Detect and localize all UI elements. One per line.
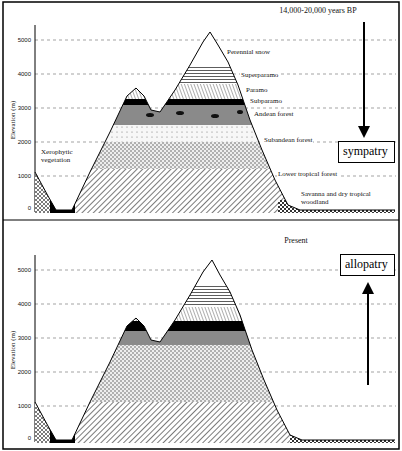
axis-tick-label: 4000: [17, 70, 32, 78]
vegetation-zone-label: Superparamo: [240, 71, 279, 79]
axis-tick-label: 0: [27, 434, 32, 442]
axis-tick-label: 2000: [17, 368, 32, 376]
axis-tick-label: 4000: [17, 300, 32, 308]
vegetation-zone-label: Subparamo: [249, 97, 283, 105]
vegetation-zone-label: Paramo: [245, 86, 268, 94]
axis-tick-label: 5000: [17, 266, 32, 274]
axis-tick-label: 1000: [17, 172, 32, 180]
vegetation-zone-label: Subandean forest: [263, 136, 313, 144]
axis-title: Elevation (m): [9, 100, 17, 141]
axis-tick-label: 5000: [17, 36, 32, 44]
axis-tick-label: 3000: [17, 104, 32, 112]
vegetation-zone-label: Perennial snow: [226, 48, 271, 56]
vegetation-zone-label: Lower tropical forest: [277, 170, 338, 178]
concept-box: allopatry: [340, 254, 395, 276]
axis-title: Elevation (m): [9, 330, 17, 371]
vegetation-zone-label: Xerophytic vegetation: [40, 148, 86, 164]
vegetation-zone-label: Savanna and dry tropical woodland: [300, 190, 384, 206]
axis-tick-label: 1000: [17, 402, 32, 410]
concept-text: allopatry: [345, 257, 390, 271]
axis-tick-label: 0: [27, 204, 32, 212]
concept-text: sympatry: [343, 144, 390, 158]
concept-box: sympatry: [338, 141, 395, 163]
axis-tick-label: 3000: [17, 334, 32, 342]
panel-title: 14,000-20,000 years BP: [278, 7, 357, 15]
vegetation-zone-label: Andean forest: [253, 110, 294, 118]
axis-tick-label: 2000: [17, 138, 32, 146]
panel-title: Present: [283, 237, 309, 245]
